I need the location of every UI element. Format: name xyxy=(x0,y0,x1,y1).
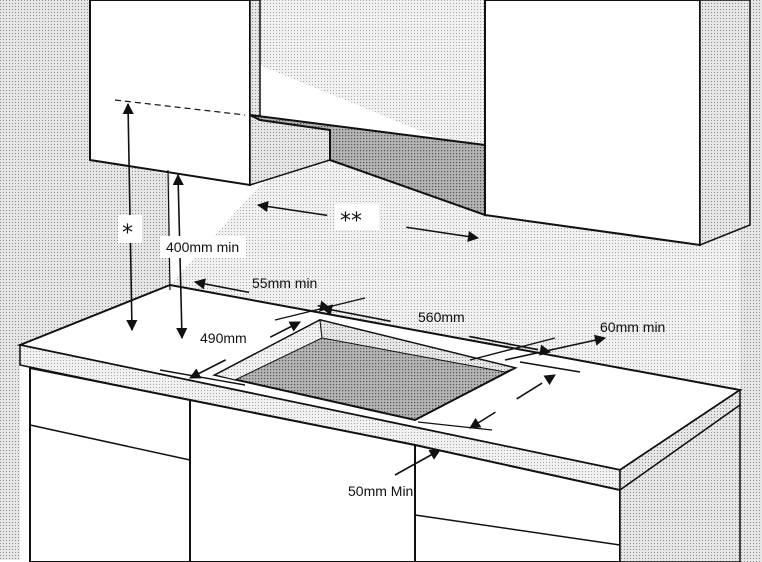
dim-50-line xyxy=(394,449,441,476)
upper-right-cabinet-front xyxy=(484,0,701,247)
dim-double-star-line xyxy=(256,200,480,243)
dim-400-label: 400mm min xyxy=(166,239,239,255)
dim-double-star-label: ** xyxy=(340,209,362,234)
dim-star-label: * xyxy=(122,221,133,246)
dim-55-line xyxy=(193,278,332,312)
dim-560-label: 560mm xyxy=(418,309,465,325)
base-cabinet-left xyxy=(29,366,191,562)
dim-60-label: 60mm min xyxy=(600,319,665,335)
dim-560-line xyxy=(320,304,552,356)
dim-490-label: 490mm xyxy=(200,330,247,346)
double-star-label-bg xyxy=(335,204,379,230)
base-cabinet-middle xyxy=(189,398,416,562)
dim-400-ref xyxy=(167,169,171,291)
dim-60-line xyxy=(504,334,607,361)
base-cabinet-right-drawer-line xyxy=(414,514,621,546)
dim-490-line xyxy=(189,321,301,379)
base-cabinet-right-side xyxy=(619,403,741,562)
dim-50-label: 50mm Min xyxy=(348,483,413,499)
left-side-wall xyxy=(0,0,170,560)
dim-400-label-bg xyxy=(160,236,246,258)
dim-55-label: 55mm min xyxy=(252,275,317,291)
base-cabinet-left-drawer-line xyxy=(29,424,191,461)
upper-right-cabinet-side xyxy=(699,0,751,247)
dim-560-ref-left xyxy=(274,297,366,321)
dim-star-top-ref xyxy=(114,99,246,116)
dim-right-depth-line xyxy=(469,374,556,429)
dim-60-ref xyxy=(519,361,581,373)
upper-left-cabinet-front xyxy=(89,0,251,187)
dim-right-ref xyxy=(417,421,493,431)
star-label-bg xyxy=(118,215,142,243)
base-cabinet-right xyxy=(414,443,621,562)
